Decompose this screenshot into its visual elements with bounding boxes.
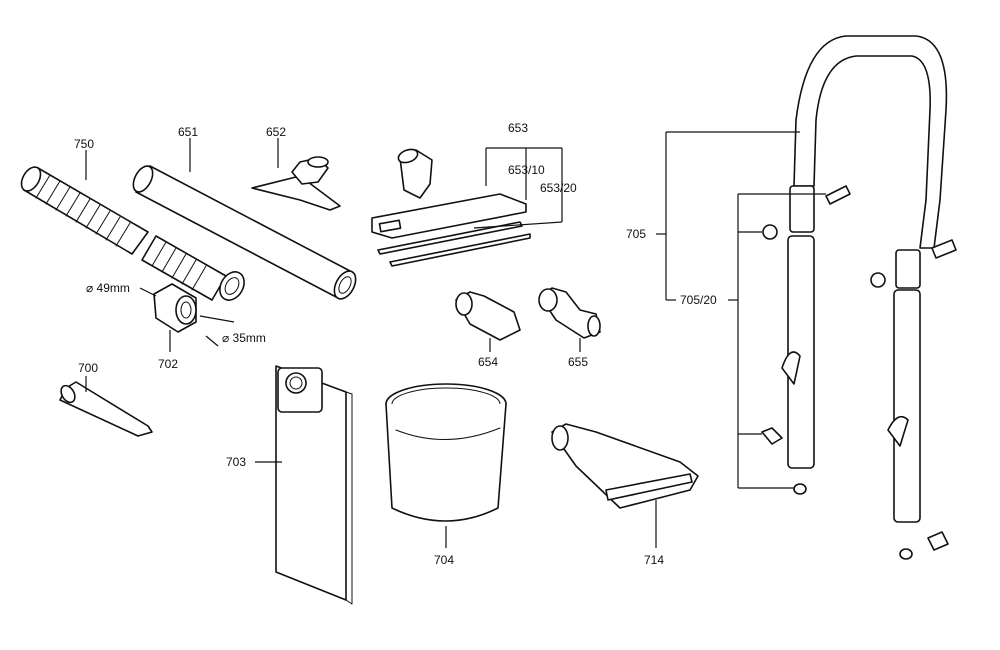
label-653: 653 xyxy=(508,121,528,135)
label-651: 651 xyxy=(178,125,198,139)
label-652: 652 xyxy=(266,125,286,139)
label-702: 702 xyxy=(158,357,178,371)
label-653-10: 653/10 xyxy=(508,163,545,177)
label-diameter-35: ⌀ 35mm xyxy=(222,331,266,345)
label-705-20: 705/20 xyxy=(680,293,717,307)
part-704-filter-basket xyxy=(385,383,507,522)
label-705: 705 xyxy=(626,227,646,241)
part-702-adapter xyxy=(153,283,197,333)
part-750-hose xyxy=(20,166,245,301)
part-653-wide-nozzle xyxy=(371,148,531,267)
part-655-round-nozzle xyxy=(538,287,601,339)
part-651-extension-tube xyxy=(132,165,357,300)
label-655: 655 xyxy=(568,355,588,369)
part-700-crevice-nozzle xyxy=(59,381,153,437)
label-diameter-49: ⌀ 49mm xyxy=(86,281,130,295)
part-654-flat-nozzle xyxy=(455,291,521,341)
label-654: 654 xyxy=(478,355,498,369)
part-652-small-nozzle xyxy=(251,156,341,211)
label-750: 750 xyxy=(74,137,94,151)
label-703: 703 xyxy=(226,455,246,469)
label-714: 714 xyxy=(644,553,664,567)
label-653-20: 653/20 xyxy=(540,181,577,195)
part-703-filter-bag xyxy=(275,365,353,605)
part-labels: 750 651 652 653 653/10 653/20 705 705/20… xyxy=(74,121,717,567)
label-704: 704 xyxy=(434,553,454,567)
part-705-handle xyxy=(761,35,957,560)
part-714-wide-nozzle xyxy=(551,423,699,509)
leader-lines xyxy=(85,131,826,548)
label-700: 700 xyxy=(78,361,98,375)
